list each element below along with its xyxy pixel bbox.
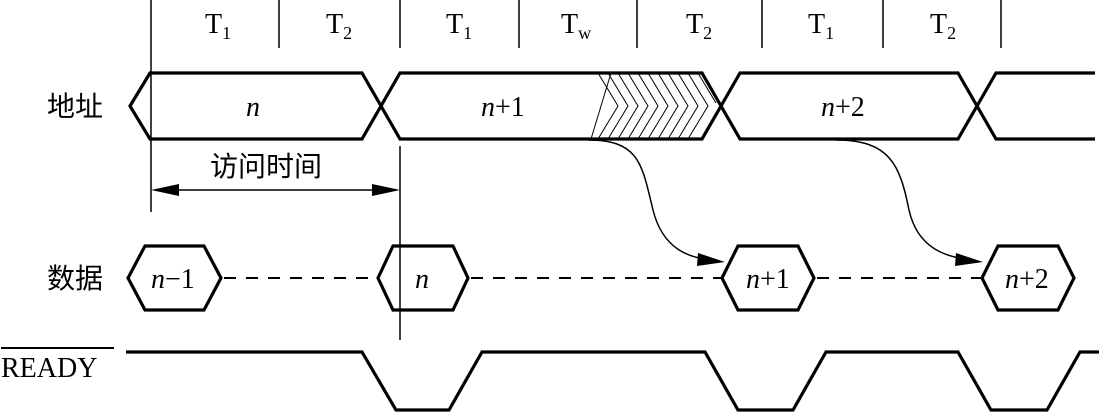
arrow-head xyxy=(955,253,983,266)
access-time-arrow-right-head xyxy=(372,184,400,196)
data-value-n: n xyxy=(415,264,429,295)
cycle-label-t2: T2 xyxy=(686,9,712,43)
address-value-n: n xyxy=(246,92,260,123)
address-signal-label: 地址 xyxy=(47,91,103,122)
access-time-label: 访问时间 xyxy=(210,151,322,182)
access-time-annotation: 访问时间 xyxy=(150,48,401,340)
data-segment-n-plus-2 xyxy=(980,244,1076,312)
data-segment-n xyxy=(376,244,470,312)
cycle-label-tw: Tw xyxy=(561,9,591,43)
wait-state-hatching xyxy=(590,72,717,140)
address-value-n-plus-2: n+2 xyxy=(821,92,865,123)
arrow-address-to-data-n-plus-2 xyxy=(835,139,971,261)
cycle-labels: T1 T2 T1 Tw T2 T1 T2 xyxy=(205,9,956,43)
data-bus: n−1 n n+1 n+2 xyxy=(126,244,1076,312)
cycle-label-t2: T2 xyxy=(930,9,956,43)
cycle-label-t1: T1 xyxy=(446,9,472,43)
address-to-data-arrows xyxy=(587,139,983,266)
data-segment-n-minus-1 xyxy=(126,244,223,312)
ready-waveform xyxy=(126,350,1099,412)
address-segment-n-plus-1 xyxy=(379,71,723,141)
address-segment-next-top xyxy=(975,71,1095,107)
cycle-label-t1: T1 xyxy=(808,9,834,43)
arrow-head xyxy=(697,253,725,266)
data-value-n-plus-1: n+1 xyxy=(746,264,790,295)
data-value-n-minus-1: n−1 xyxy=(151,264,195,295)
cycle-boundaries xyxy=(150,0,1002,48)
access-time-arrow-left-head xyxy=(151,184,179,196)
address-segment-next-bottom xyxy=(975,105,1095,141)
cycle-label-t1: T1 xyxy=(205,9,231,43)
address-bus: n n+1 n+2 xyxy=(128,71,1095,141)
arrow-address-to-data-n-plus-1 xyxy=(587,139,713,261)
data-segment-n-plus-1 xyxy=(720,244,816,312)
address-value-n-plus-1: n+1 xyxy=(481,92,525,123)
ready-signal-label: READY xyxy=(1,353,97,384)
data-signal-label: 数据 xyxy=(47,263,103,294)
data-value-n-plus-2: n+2 xyxy=(1005,264,1049,295)
cycle-label-t2: T2 xyxy=(326,9,352,43)
